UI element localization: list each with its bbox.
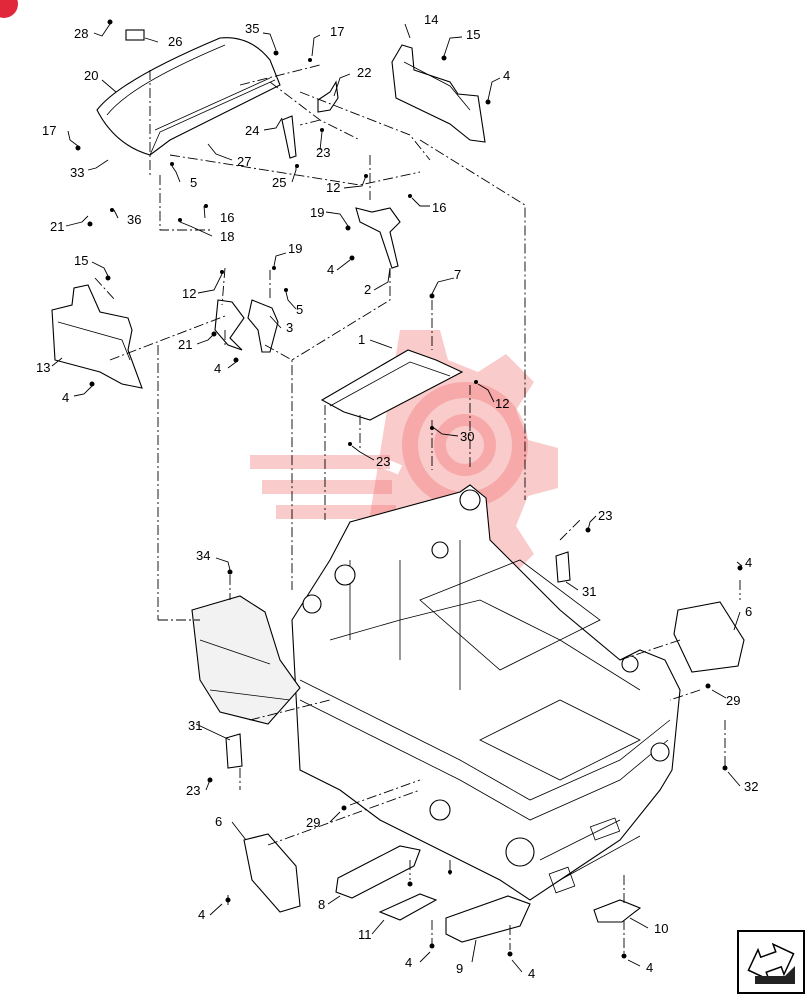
callout-7: 7 [454,267,461,282]
bracket-part-22 [317,80,339,113]
callout-19: 19 [310,205,324,220]
callout-35: 35 [245,21,259,36]
view-direction-arrow-icon [737,930,805,994]
callout-4: 4 [405,955,412,970]
red-circle-icon [0,0,18,18]
cover-plate-part-6-right [673,601,745,673]
callout-31: 31 [188,718,202,733]
callout-4: 4 [214,361,221,376]
callout-26: 26 [168,34,182,49]
callout-12: 12 [182,286,196,301]
callout-4: 4 [745,555,752,570]
callout-25: 25 [272,175,286,190]
callout-23: 23 [376,454,390,469]
seal-part-31-left [225,733,243,769]
callout-23: 23 [598,508,612,523]
callout-10: 10 [654,921,668,936]
callout-28: 28 [74,26,88,41]
leader-lines [51,23,743,973]
cover-plate-part-8 [335,845,421,899]
callout-9: 9 [456,961,463,976]
callout-2: 2 [364,282,371,297]
callout-5: 5 [296,302,303,317]
callout-18: 18 [220,229,234,244]
callout-21: 21 [50,219,64,234]
callout-16: 16 [220,210,234,225]
cover-plate-part-6-left [243,833,301,913]
callout-4: 4 [503,68,510,83]
bracket-part-2 [355,207,401,269]
callout-30: 30 [460,429,474,444]
cover-plate-part-10 [593,899,642,923]
callout-24: 24 [245,123,259,138]
callout-4: 4 [327,262,334,277]
cover-plate-part-9 [445,895,531,943]
callout-12: 12 [326,180,340,195]
rod-part-24 [281,115,297,159]
callout-22: 22 [357,65,371,80]
side-panel-part-13 [51,284,143,389]
callout-17: 17 [42,123,56,138]
callout-19: 19 [288,241,302,256]
callout-4: 4 [646,960,653,975]
callout-32: 32 [744,779,758,794]
callout-27: 27 [237,154,251,169]
plate-part-1 [320,349,464,421]
callout-6: 6 [215,814,222,829]
callout-21: 21 [178,337,192,352]
callout-4: 4 [198,907,205,922]
callout-15: 15 [74,253,88,268]
callout-16: 16 [432,200,446,215]
callout-4: 4 [528,966,535,981]
chassis-frame [191,484,681,901]
callout-23: 23 [316,145,330,160]
bracket-part-3 [214,299,279,353]
callout-1: 1 [358,332,365,347]
callout-29: 29 [306,815,320,830]
callout-29: 29 [726,693,740,708]
side-panel-part-14 [391,44,486,143]
roof-cover-part-20 [96,29,281,156]
callout-36: 36 [127,212,141,227]
fasteners [75,19,743,959]
callout-3: 3 [286,320,293,335]
callout-31: 31 [582,584,596,599]
seal-part-31-right [555,551,571,583]
cover-plate-part-11 [378,893,438,921]
callout-4: 4 [62,390,69,405]
callout-20: 20 [84,68,98,83]
assembly-lines [94,64,741,955]
callout-23: 23 [186,783,200,798]
callout-14: 14 [424,12,438,27]
callout-5: 5 [190,175,197,190]
callout-8: 8 [318,897,325,912]
callout-labels: 28 26 35 17 14 15 20 22 4 17 24 23 33 27… [36,12,758,981]
callout-15: 15 [466,27,480,42]
callout-6: 6 [745,604,752,619]
callout-17: 17 [330,24,344,39]
callout-12: 12 [495,396,509,411]
callout-13: 13 [36,360,50,375]
callout-33: 33 [70,165,84,180]
callout-34: 34 [196,548,210,563]
callout-11: 11 [358,927,372,942]
